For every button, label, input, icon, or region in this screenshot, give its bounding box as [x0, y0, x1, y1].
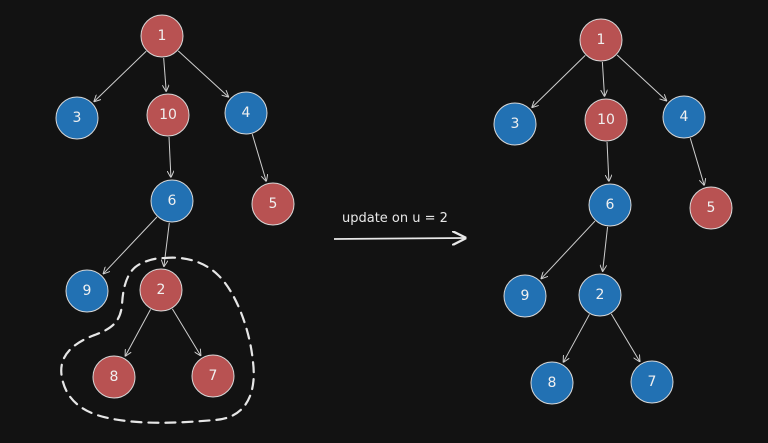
after-node-5: 5: [689, 186, 733, 230]
after-edge-1-to-3: [532, 55, 586, 107]
after-node-7-label: 7: [648, 374, 657, 390]
before-node-2-circle: [139, 268, 183, 312]
before-node-8-label: 8: [110, 369, 119, 385]
before-node-4-label: 4: [242, 105, 251, 121]
before-node-10: 10: [146, 93, 190, 137]
before-node-10-label: 10: [159, 107, 177, 123]
transition-arrow: update on u = 2: [333, 211, 465, 239]
before-edge-6-to-2: [164, 222, 170, 266]
before-node-1-label: 1: [158, 28, 167, 44]
before-edge-2-to-8: [125, 309, 151, 356]
before-node-8: 8: [92, 355, 136, 399]
before-edge-1-to-10: [164, 57, 167, 91]
after-node-1-circle: [579, 18, 623, 62]
after-node-4: 4: [662, 95, 706, 139]
after-node-6-circle: [588, 183, 632, 227]
after-node-5-circle: [689, 186, 733, 230]
after-node-10-label: 10: [597, 112, 615, 128]
after-node-2-label: 2: [596, 287, 605, 303]
after-node-2: 2: [578, 273, 622, 317]
after-edge-1-to-4: [616, 54, 666, 101]
after-node-8: 8: [530, 361, 574, 405]
before-node-1-circle: [140, 14, 184, 58]
before-node-7-circle: [191, 354, 235, 398]
before-node-6-label: 6: [168, 193, 177, 209]
after-node-3-label: 3: [511, 116, 520, 132]
after-node-6-label: 6: [606, 197, 615, 213]
before-node-8-circle: [92, 355, 136, 399]
after-edge-2-to-8: [563, 314, 590, 362]
after-edge-6-to-2: [603, 226, 609, 271]
after-node-9-circle: [503, 274, 547, 318]
update-caption: update on u = 2: [342, 211, 448, 226]
before-node-3: 3: [55, 96, 99, 140]
after-node-4-circle: [662, 95, 706, 139]
tree-after: 1 3 10 4 6 5 9 2 8 7: [493, 18, 733, 405]
after-node-3: 3: [493, 102, 537, 146]
after-node-7: 7: [630, 360, 674, 404]
before-node-7: 7: [191, 354, 235, 398]
before-edge-4-to-5: [251, 133, 266, 181]
transition-arrow-line: [333, 238, 465, 239]
after-node-6: 6: [588, 183, 632, 227]
after-edge-4-to-5: [689, 137, 704, 185]
before-node-7-label: 7: [209, 368, 218, 384]
before-node-5-circle: [251, 182, 295, 226]
before-node-10-circle: [146, 93, 190, 137]
after-edge-6-to-9: [541, 220, 596, 278]
before-edge-6-to-9: [103, 216, 158, 274]
before-node-5: 5: [251, 182, 295, 226]
before-node-3-label: 3: [73, 110, 82, 126]
after-node-9: 9: [503, 274, 547, 318]
before-node-9-circle: [65, 269, 109, 313]
after-edge-2-to-7: [610, 313, 639, 362]
before-node-3-circle: [55, 96, 99, 140]
after-edge-1-to-10: [602, 61, 604, 96]
after-node-10: 10: [584, 98, 628, 142]
before-node-9-label: 9: [83, 283, 92, 299]
before-node-2: 2: [139, 268, 183, 312]
tree-before: 1 3 10 4 6 5 9 2 8 7: [55, 14, 295, 399]
before-node-9: 9: [65, 269, 109, 313]
after-node-7-circle: [630, 360, 674, 404]
before-edge-1-to-3: [94, 50, 147, 101]
after-node-5-label: 5: [707, 200, 716, 216]
before-edge-10-to-6: [169, 136, 171, 177]
before-node-4-circle: [224, 91, 268, 135]
before-node-1: 1: [140, 14, 184, 58]
highlight-subtree-outline: [60, 256, 255, 424]
before-edge-1-to-4: [177, 50, 228, 97]
after-node-2-circle: [578, 273, 622, 317]
after-node-1-label: 1: [597, 32, 606, 48]
before-node-5-label: 5: [269, 196, 278, 212]
before-node-2-label: 2: [157, 282, 166, 298]
before-node-4: 4: [224, 91, 268, 135]
after-node-3-circle: [493, 102, 537, 146]
after-node-1: 1: [579, 18, 623, 62]
after-node-4-label: 4: [680, 109, 689, 125]
after-node-9-label: 9: [521, 288, 530, 304]
before-node-6-circle: [150, 179, 194, 223]
before-node-6: 6: [150, 179, 194, 223]
after-node-8-circle: [530, 361, 574, 405]
after-node-8-label: 8: [548, 375, 557, 391]
before-edge-2-to-7: [171, 308, 200, 356]
after-edge-10-to-6: [607, 141, 609, 181]
after-node-10-circle: [584, 98, 628, 142]
